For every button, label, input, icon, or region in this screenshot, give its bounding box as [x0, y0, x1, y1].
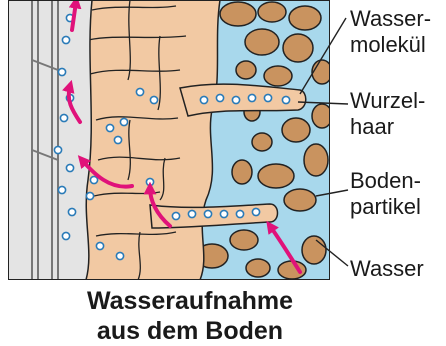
- label-water-molecule: Wasser- molekül: [350, 6, 431, 58]
- label-water-molecule-line1: Wasser-: [350, 6, 431, 32]
- label-water: Wasser: [350, 256, 424, 282]
- xylem-vessel: [8, 0, 92, 280]
- label-root-hair-line1: Wurzel-: [350, 88, 425, 114]
- caption-line2: aus dem Boden: [0, 316, 380, 346]
- label-soil-particle-line2: partikel: [350, 194, 421, 220]
- caption-line1: Wasseraufnahme: [0, 286, 380, 316]
- diagram-caption: Wasseraufnahme aus dem Boden: [0, 286, 380, 346]
- label-water-molecule-line2: molekül: [350, 32, 431, 58]
- label-soil-particle-line1: Boden-: [350, 168, 421, 194]
- label-root-hair-line2: haar: [350, 114, 425, 140]
- label-soil-particle: Boden- partikel: [350, 168, 421, 220]
- label-root-hair: Wurzel- haar: [350, 88, 425, 140]
